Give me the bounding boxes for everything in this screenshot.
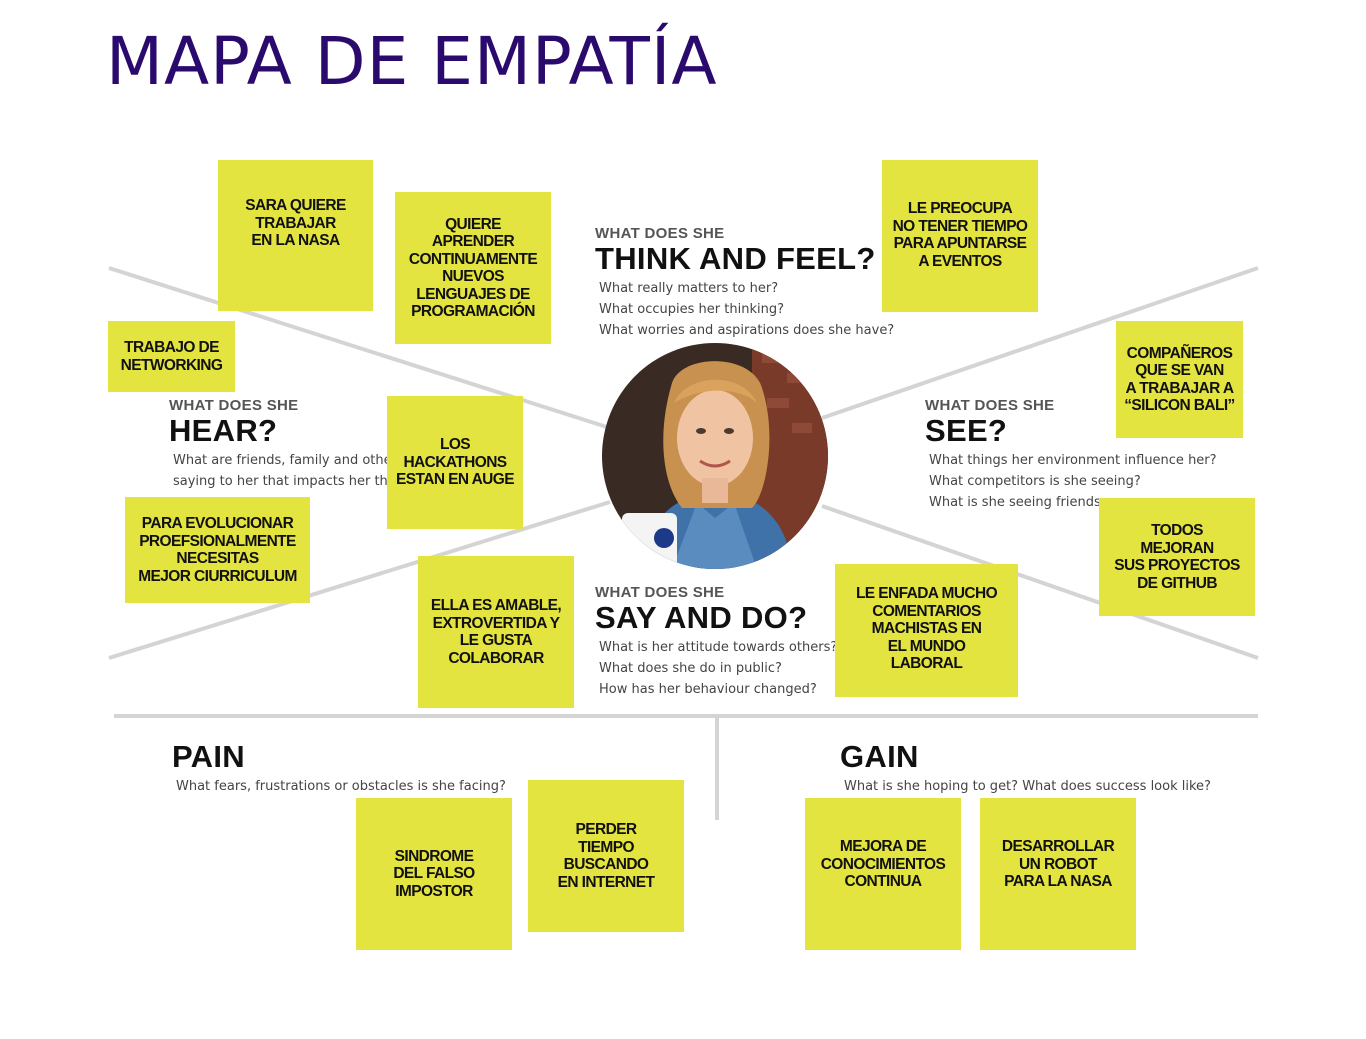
sticky-note-text: DESARROLLAR UN ROBOT PARA LA NASA bbox=[1001, 838, 1115, 890]
see-question: What is she seeing friends bbox=[929, 495, 1101, 510]
page-title: MAPA DE EMPATÍA bbox=[106, 23, 718, 100]
sticky-note-text: SINDROME DEL FALSO IMPOSTOR bbox=[393, 847, 475, 900]
think-feel-heading: THINK AND FEEL? bbox=[595, 241, 876, 276]
sticky-note-nasa: SARA QUIERE TRABAJAR EN LA NASA bbox=[218, 160, 373, 311]
sticky-note-curriculum: PARA EVOLUCIONAR PROEFSIONALMENTE NECESI… bbox=[125, 497, 310, 603]
see-prefix: WHAT DOES SHE bbox=[925, 397, 1055, 414]
gain-question: What is she hoping to get? What does suc… bbox=[844, 779, 1211, 794]
sticky-note-tiempo: PERDER TIEMPO BUSCANDO EN INTERNET bbox=[528, 780, 684, 932]
sticky-note-text: LE PREOCUPA NO TENER TIEMPO PARA APUNTAR… bbox=[892, 200, 1028, 270]
think-feel-question: What really matters to her? bbox=[599, 281, 779, 296]
see-question: What things her environment influence he… bbox=[929, 453, 1217, 468]
gain-heading: GAIN bbox=[840, 739, 919, 774]
sticky-note-text: COMPAÑEROS QUE SE VAN A TRABAJAR A “SILI… bbox=[1124, 344, 1235, 415]
pain-heading: PAIN bbox=[172, 739, 245, 774]
sticky-note-text: ELLA ES AMABLE, EXTROVERTIDA Y LE GUSTA … bbox=[430, 597, 562, 667]
think-feel-section: WHAT DOES SHE THINK AND FEEL? What reall… bbox=[595, 225, 894, 341]
person-photo-icon bbox=[602, 343, 828, 569]
sticky-note-machistas: LE ENFADA MUCHO COMENTARIOS MACHISTAS EN… bbox=[835, 564, 1018, 697]
hear-heading: HEAR? bbox=[169, 413, 278, 448]
think-feel-question: What worries and aspirations does she ha… bbox=[599, 323, 895, 338]
sticky-note-robot: DESARROLLAR UN ROBOT PARA LA NASA bbox=[980, 798, 1136, 950]
pain-section: PAIN What fears, frustrations or obstacl… bbox=[172, 740, 506, 797]
sticky-note-github: TODOS MEJORAN SUS PROYECTOS DE GITHUB bbox=[1099, 498, 1255, 616]
think-feel-question: What occupies her thinking? bbox=[599, 302, 784, 317]
see-heading: SEE? bbox=[925, 413, 1008, 448]
sticky-note-text: LE ENFADA MUCHO COMENTARIOS MACHISTAS EN… bbox=[855, 585, 998, 672]
grid-line-top-left bbox=[108, 266, 611, 430]
say-do-section: WHAT DOES SHE SAY AND DO? What is her at… bbox=[595, 584, 837, 700]
grid-line-top-right bbox=[821, 266, 1259, 420]
sticky-note-hackathons: LOS HACKATHONS ESTAN EN AUGE bbox=[387, 396, 523, 529]
sticky-note-eventos: LE PREOCUPA NO TENER TIEMPO PARA APUNTAR… bbox=[882, 160, 1038, 312]
sticky-note-text: MEJORA DE CONOCIMIENTOS CONTINUA bbox=[820, 838, 946, 890]
grid-line-bottom-right bbox=[821, 504, 1259, 660]
say-do-heading: SAY AND DO? bbox=[595, 600, 808, 635]
sticky-note-text: LOS HACKATHONS ESTAN EN AUGE bbox=[396, 436, 515, 489]
sticky-note-conocimientos: MEJORA DE CONOCIMIENTOS CONTINUA bbox=[805, 798, 961, 950]
sticky-note-sindrome: SINDROME DEL FALSO IMPOSTOR bbox=[356, 798, 512, 950]
gain-section: GAIN What is she hoping to get? What doe… bbox=[840, 740, 1211, 797]
hear-section: WHAT DOES SHE HEAR? What are friends, fa… bbox=[169, 397, 389, 492]
sticky-note-text: SARA QUIERE TRABAJAR EN LA NASA bbox=[245, 197, 346, 249]
see-section: WHAT DOES SHE SEE? What things her envir… bbox=[925, 397, 1217, 513]
sticky-note-amable: ELLA ES AMABLE, EXTROVERTIDA Y LE GUSTA … bbox=[418, 556, 574, 708]
say-do-prefix: WHAT DOES SHE bbox=[595, 584, 725, 601]
grid-line-bottom-left bbox=[108, 500, 611, 660]
think-feel-prefix: WHAT DOES SHE bbox=[595, 225, 725, 242]
hear-prefix: WHAT DOES SHE bbox=[169, 397, 299, 414]
sticky-note-text: TRABAJO DE NETWORKING bbox=[120, 339, 223, 374]
sticky-note-text: TODOS MEJORAN SUS PROYECTOS DE GITHUB bbox=[1114, 522, 1240, 592]
see-question: What competitors is she seeing? bbox=[929, 474, 1141, 489]
sticky-note-silicon: COMPAÑEROS QUE SE VAN A TRABAJAR A “SILI… bbox=[1116, 321, 1243, 438]
say-do-question: What is her attitude towards others? bbox=[599, 640, 838, 655]
hear-question: saying to her that impacts her th bbox=[173, 474, 388, 489]
sticky-note-text: PARA EVOLUCIONAR PROEFSIONALMENTE NECESI… bbox=[138, 515, 297, 585]
sticky-note-lenguajes: QUIERE APRENDER CONTINUAMENTE NUEVOS LEN… bbox=[395, 192, 551, 344]
sticky-note-networking: TRABAJO DE NETWORKING bbox=[108, 321, 235, 392]
pain-question: What fears, frustrations or obstacles is… bbox=[176, 779, 506, 794]
say-do-question: What does she do in public? bbox=[599, 661, 782, 676]
sticky-note-text: QUIERE APRENDER CONTINUAMENTE NUEVOS LEN… bbox=[408, 215, 538, 321]
say-do-question: How has her behaviour changed? bbox=[599, 682, 817, 697]
hear-question: What are friends, family and othe bbox=[173, 453, 389, 468]
sticky-note-text: PERDER TIEMPO BUSCANDO EN INTERNET bbox=[557, 821, 655, 891]
